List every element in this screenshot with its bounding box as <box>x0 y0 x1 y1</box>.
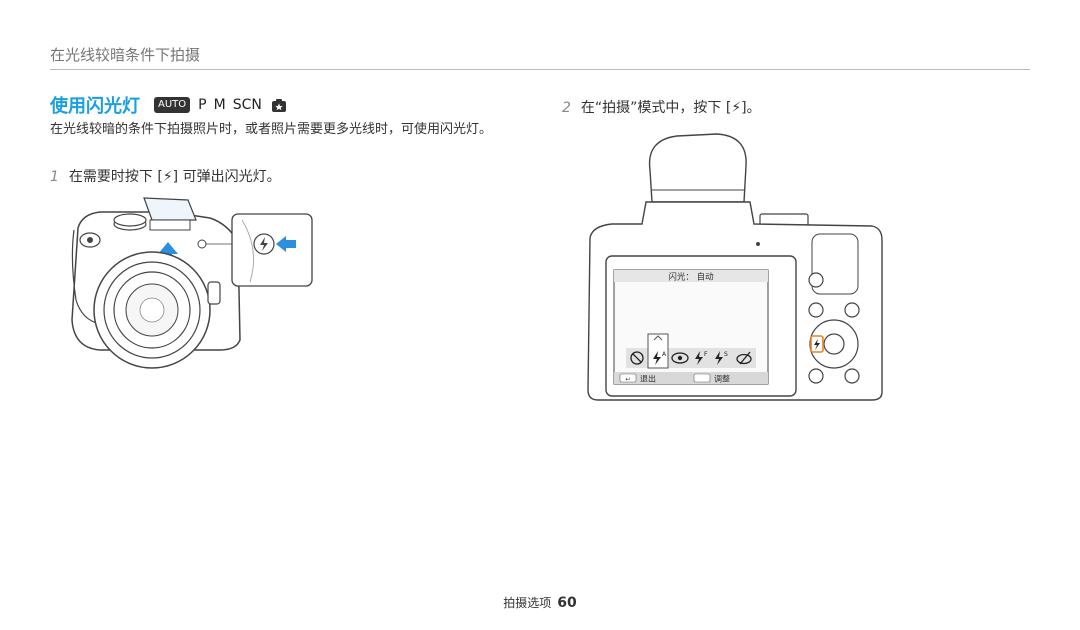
mode-p: P <box>198 97 207 113</box>
svg-text:A: A <box>662 351 667 358</box>
step-2-text: 在“拍摄”模式中，按下 [⚡]。 <box>580 100 761 116</box>
flash-off-icon <box>630 351 644 365</box>
mode-auto-badge: AUTO <box>154 97 191 113</box>
lcd-back-label: 退出 <box>640 374 656 384</box>
step-1-text: 在需要时按下 [⚡] 可弹出闪光灯。 <box>68 169 281 185</box>
step-2: 2 在“拍摄”模式中，按下 [⚡]。 <box>562 97 761 117</box>
camera-back-illustration: 闪光： 自动 A F S ↩ 退出 调整 <box>587 133 883 401</box>
section-header: 在光线较暗条件下拍摄 <box>50 46 201 64</box>
flash-auto-icon: A <box>653 351 667 365</box>
description-text: 在光线较暗的条件下拍摄照片时，或者照片需要更多光线时，可使用闪光灯。 <box>50 122 493 137</box>
back-icon: ↩ <box>625 376 630 383</box>
slow-sync-icon: S <box>715 351 728 365</box>
lcd-adjust-label: 调整 <box>714 374 730 384</box>
red-eye-fix-icon <box>736 351 752 365</box>
camera-star-icon <box>271 99 286 112</box>
mode-m: M <box>213 97 226 113</box>
title-row: 使用闪光灯 AUTO P M SCN <box>50 94 287 117</box>
footer-label: 拍摄选项 <box>503 596 552 610</box>
svg-text:S: S <box>724 351 728 358</box>
mode-scn: SCN <box>232 97 262 113</box>
page-footer: 拍摄选项 60 <box>0 594 1080 611</box>
red-eye-icon <box>671 352 689 364</box>
lcd-title: 闪光： 自动 <box>668 272 714 283</box>
page-title: 使用闪光灯 <box>50 96 140 117</box>
step-2-number: 2 <box>562 100 571 116</box>
fill-in-flash-icon: F <box>695 351 708 365</box>
page-number: 60 <box>557 595 577 611</box>
step-1: 1 在需要时按下 [⚡] 可弹出闪光灯。 <box>50 166 281 186</box>
step-1-number: 1 <box>50 169 59 185</box>
camera-front-illustration <box>71 197 313 369</box>
svg-text:F: F <box>704 351 708 358</box>
header-divider <box>50 69 1030 70</box>
